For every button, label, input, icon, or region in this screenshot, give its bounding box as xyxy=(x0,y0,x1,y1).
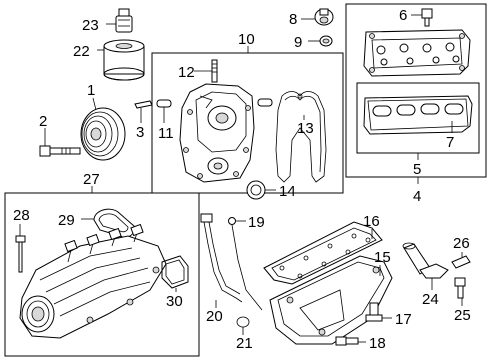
oil-cooler-hose-icon xyxy=(402,242,449,279)
callout-12: 12 xyxy=(178,64,195,81)
callout-15: 15 xyxy=(374,249,391,266)
callout-5: 5 xyxy=(413,161,421,178)
callout-28: 28 xyxy=(13,207,30,224)
oil-pan-gasket-icon xyxy=(263,221,383,285)
o-ring-icon xyxy=(236,316,250,328)
timing-cover-icon xyxy=(179,83,255,183)
throttle-body-gasket-icon xyxy=(161,255,189,289)
callout-11: 11 xyxy=(158,125,174,142)
callout-25: 25 xyxy=(454,307,471,324)
oil-filter-adapter-icon xyxy=(115,8,133,33)
manifold-bolt-icon xyxy=(15,235,26,273)
hose-bolt-icon xyxy=(454,277,466,299)
stud-icon xyxy=(211,59,218,83)
callout-6: 6 xyxy=(399,7,407,24)
callout-24: 24 xyxy=(422,291,439,308)
pcv-valve-icon xyxy=(421,8,433,27)
dipstick-tube-icon xyxy=(200,213,243,303)
callout-22: 22 xyxy=(73,43,90,60)
cap-seal-icon xyxy=(319,35,333,47)
intake-manifold-icon xyxy=(19,223,167,339)
crankshaft-pulley-icon xyxy=(80,107,126,161)
oil-filter-icon xyxy=(103,39,145,81)
callout-10: 10 xyxy=(238,31,255,48)
hose-clip-icon xyxy=(451,255,471,269)
callout-30: 30 xyxy=(166,293,183,310)
callout-18: 18 xyxy=(369,335,386,352)
callout-13: 13 xyxy=(297,120,314,137)
callout-23: 23 xyxy=(82,17,99,34)
callout-16: 16 xyxy=(363,213,380,230)
callout-7: 7 xyxy=(446,134,454,151)
callout-29: 29 xyxy=(58,212,75,229)
callout-27: 27 xyxy=(83,171,100,188)
callout-4: 4 xyxy=(413,188,421,205)
valve-cover-icon xyxy=(363,29,471,77)
callout-8: 8 xyxy=(289,11,297,28)
valve-cover-gasket-icon xyxy=(363,95,473,135)
callout-2: 2 xyxy=(39,113,47,130)
callout-19: 19 xyxy=(248,214,265,231)
callout-17: 17 xyxy=(395,311,412,328)
callout-21: 21 xyxy=(236,335,253,352)
valve-cover-group-box xyxy=(345,3,487,178)
pan-bolt-icon xyxy=(335,336,359,346)
key-icon xyxy=(134,100,153,109)
oil-filler-cap-icon xyxy=(314,8,334,26)
callout-1: 1 xyxy=(87,82,95,99)
dowel-pin-icon xyxy=(156,98,273,108)
callout-26: 26 xyxy=(453,235,470,252)
dipstick-icon xyxy=(228,217,263,311)
callout-labels: 1 2 3 4 5 6 7 8 9 10 11 12 13 14 15 16 1… xyxy=(13,7,471,352)
timing-cover-gasket-icon xyxy=(275,91,327,183)
pulley-bolt-icon xyxy=(39,145,81,157)
callout-14: 14 xyxy=(279,183,296,200)
callout-3: 3 xyxy=(136,124,144,141)
oil-pan-icon xyxy=(269,255,393,345)
valve-cover-gasket-group-box xyxy=(356,82,480,154)
front-seal-icon xyxy=(246,180,266,200)
intake-manifold-group-box xyxy=(4,192,200,357)
callout-20: 20 xyxy=(206,308,223,325)
callout-9: 9 xyxy=(294,34,302,51)
